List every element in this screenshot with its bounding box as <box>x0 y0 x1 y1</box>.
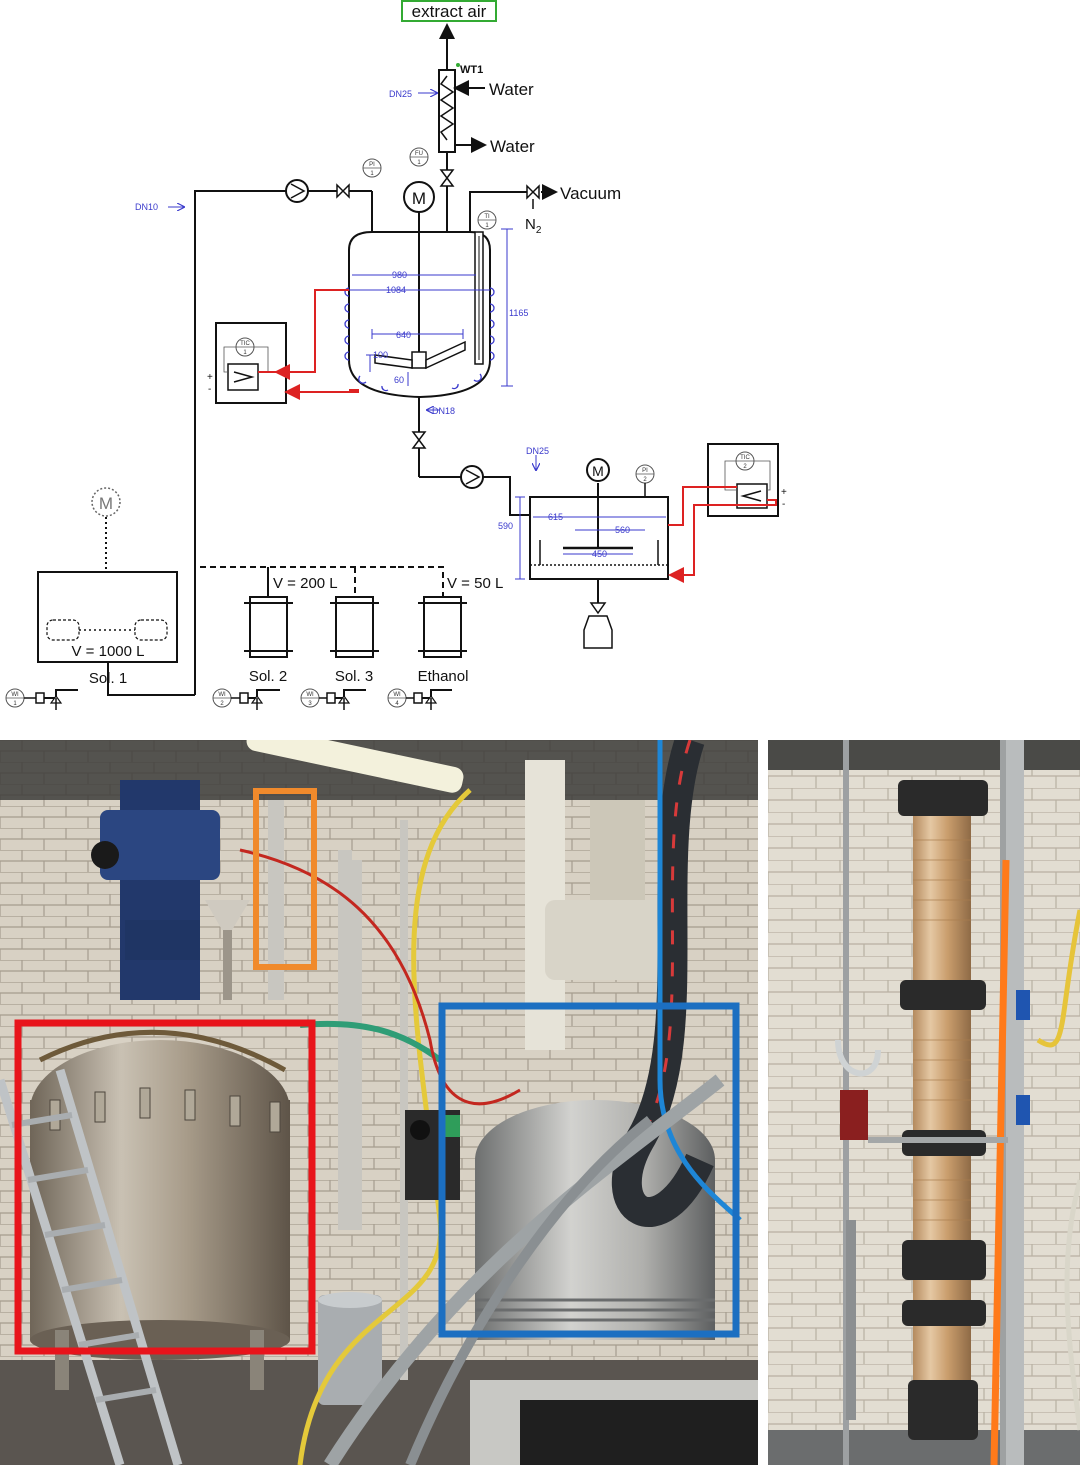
svg-text:1: 1 <box>417 160 421 166</box>
dim-1084: 1084 <box>386 285 406 295</box>
container-sol2 <box>244 596 293 658</box>
dim-450: 450 <box>592 549 607 559</box>
thermostat-tic1: TIC 1 + - <box>207 322 287 404</box>
dim-60: 60 <box>394 375 404 385</box>
svg-text:M: M <box>412 189 426 208</box>
svg-text:1: 1 <box>370 171 374 177</box>
container-ethanol <box>418 596 467 658</box>
svg-text:-: - <box>208 384 211 395</box>
tank-volume-label: V = 1000 L <box>72 643 145 660</box>
svg-text:+: + <box>781 487 787 498</box>
extract-air-box <box>401 0 497 22</box>
svg-text:1: 1 <box>485 223 489 229</box>
svg-text:1: 1 <box>243 350 247 356</box>
svg-text:2: 2 <box>743 464 747 470</box>
plant-photo <box>0 740 758 1465</box>
ethanol-label: Ethanol <box>418 668 469 685</box>
ti1-indicator: TI 1 <box>477 210 497 230</box>
svg-text:WI: WI <box>393 692 401 698</box>
dn25-lower-label: DN25 <box>526 446 549 456</box>
svg-text:PI: PI <box>369 162 375 168</box>
sol3-label: Sol. 3 <box>335 668 373 685</box>
highlight-vessel-blue <box>438 1002 740 1338</box>
svg-text:2: 2 <box>643 477 647 483</box>
process-flow-diagram: extract air WT1 Water Water DN25 M FU 1 … <box>5 0 787 710</box>
sol2-label: Sol. 2 <box>249 668 287 685</box>
dim-640: 640 <box>396 330 411 340</box>
svg-text:1: 1 <box>13 701 17 707</box>
v200-label: V = 200 L <box>273 575 338 592</box>
scale-wi2: WI 2 <box>212 688 280 710</box>
svg-text:FU: FU <box>415 151 423 157</box>
dim-615: 615 <box>548 512 563 522</box>
dim-1165: 1165 <box>509 308 528 318</box>
highlight-condenser-orange <box>253 788 317 970</box>
svg-text:TI: TI <box>484 214 490 220</box>
highlight-reactor-red <box>14 1019 316 1355</box>
scale-wi3: WI 3 <box>300 688 366 710</box>
svg-text:+: + <box>207 372 213 383</box>
dn18-label: DN18 <box>432 406 455 416</box>
dn10-label: DN10 <box>135 202 158 212</box>
pi2-indicator: PI 2 <box>635 464 655 484</box>
svg-text:2: 2 <box>220 701 224 707</box>
storage-tank-sol1: M V = 1000 L <box>37 487 178 663</box>
dim-980: 980 <box>392 270 407 280</box>
water-in-label: Water <box>489 80 534 99</box>
dim-560: 560 <box>615 525 630 535</box>
extract-air-label: extract air <box>412 2 487 21</box>
svg-text:WI: WI <box>11 692 19 698</box>
svg-text:TIC: TIC <box>740 455 750 461</box>
svg-text:WI: WI <box>306 692 314 698</box>
water-out-label: Water <box>490 137 535 156</box>
svg-text:3: 3 <box>308 701 312 707</box>
dim-590: 590 <box>498 521 513 531</box>
scale-wi1: WI 1 <box>5 688 78 710</box>
condenser-wt1: WT1 <box>438 63 483 153</box>
wt1-label: WT1 <box>460 64 483 76</box>
svg-text:WI: WI <box>218 692 226 698</box>
fu1-indicator: FU 1 <box>409 147 429 167</box>
svg-text:TIC: TIC <box>240 341 250 347</box>
n2-label: N2 <box>525 216 542 236</box>
dim-100: 100 <box>373 350 388 360</box>
container-sol3 <box>330 596 379 658</box>
dn25-top-label: DN25 <box>389 89 412 99</box>
crystallizer-vessel: M <box>529 458 669 649</box>
v50-label: V = 50 L <box>447 575 503 592</box>
pi1-indicator: PI 1 <box>362 158 382 178</box>
vacuum-label: Vacuum <box>560 184 621 203</box>
scale-wi4: WI 4 <box>387 688 452 710</box>
svg-text:-: - <box>782 499 785 510</box>
column-photo <box>768 740 1080 1465</box>
svg-text:4: 4 <box>395 701 399 707</box>
svg-text:M: M <box>592 463 604 479</box>
main-reactor <box>344 231 495 399</box>
svg-text:M: M <box>99 494 113 513</box>
svg-text:PI: PI <box>642 468 648 474</box>
